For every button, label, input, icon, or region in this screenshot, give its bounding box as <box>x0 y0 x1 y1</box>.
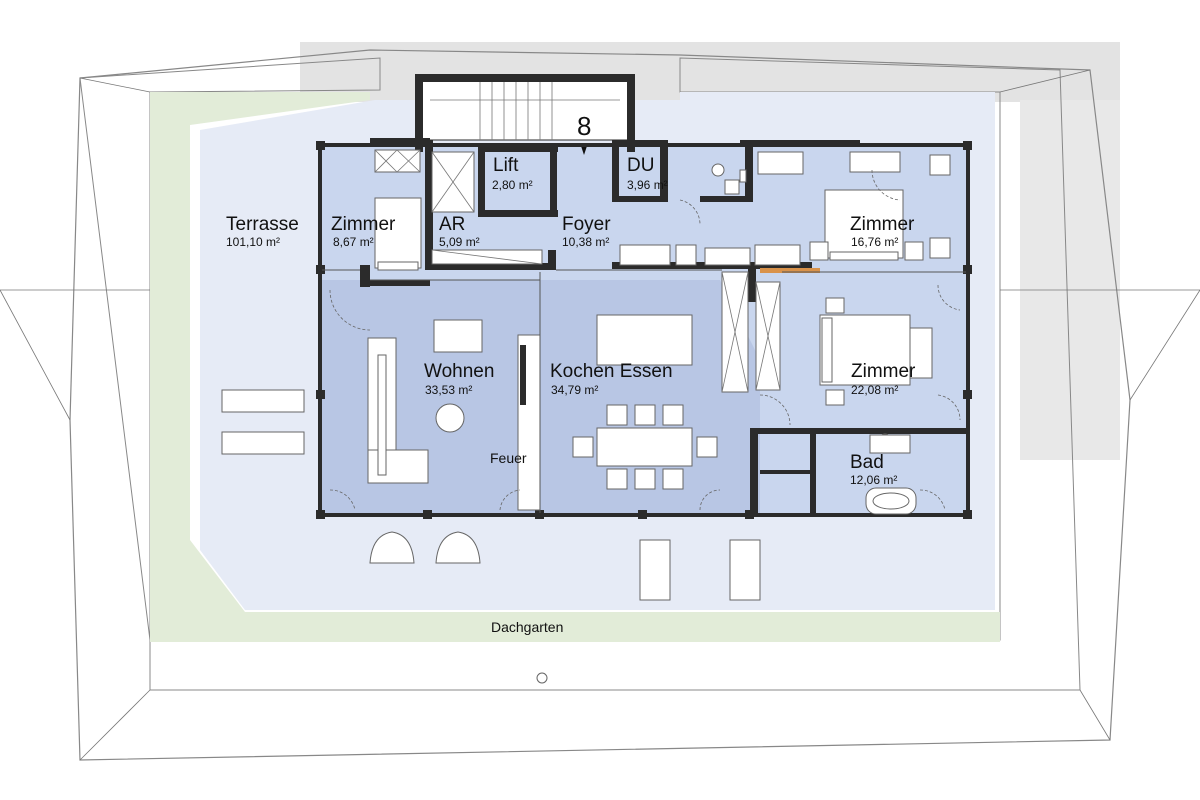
room-area-zimmer-2: 16,76 m² <box>851 235 898 249</box>
sofa <box>367 337 429 484</box>
stair-steps <box>430 80 620 140</box>
room-name-lift: Lift <box>493 155 519 176</box>
room-name-du: DU <box>627 155 654 176</box>
fireplace <box>517 334 541 511</box>
room-area-du: 3,96 m² <box>627 178 668 192</box>
garden-label: Dachgarten <box>491 619 563 635</box>
door-swings <box>329 169 961 511</box>
fireplace-label: Feuer <box>490 450 527 466</box>
armchair <box>433 319 483 353</box>
bed-zimmer-1 <box>374 197 422 271</box>
roof-garden <box>150 92 1000 642</box>
partition-lines <box>322 269 966 513</box>
room-name-ar: AR <box>439 214 465 235</box>
room-name-zimmer-3: Zimmer <box>851 361 916 382</box>
room-area-kochen-essen: 34,79 m² <box>551 383 598 397</box>
room-name-foyer: Foyer <box>562 214 611 235</box>
sun-loungers <box>221 389 761 601</box>
built-in-cabinets <box>374 149 901 393</box>
room-area-terrasse: 101,10 m² <box>226 235 280 249</box>
room-area-wohnen: 33,53 m² <box>425 383 472 397</box>
room-name-terrasse: Terrasse <box>226 214 299 235</box>
bathtub <box>865 433 917 515</box>
roof-outline <box>0 49 1200 761</box>
labels: 8 Terrasse 101,10 m² Zimmer 8,67 m² AR 5… <box>226 111 916 635</box>
room-name-wohnen: Wohnen <box>424 361 494 382</box>
vent-pipe <box>536 672 548 684</box>
room-name-zimmer-2: Zimmer <box>850 214 915 235</box>
room-name-kochen-essen: Kochen Essen <box>550 361 673 382</box>
room-area-ar: 5,09 m² <box>439 235 480 249</box>
bed-zimmer-3 <box>819 297 933 406</box>
bed-zimmer-2 <box>809 154 951 261</box>
room-area-zimmer-1: 8,67 m² <box>333 235 374 249</box>
dining-table <box>572 404 718 490</box>
room-area-lift: 2,80 m² <box>492 178 533 192</box>
room-name-zimmer-1: Zimmer <box>331 214 396 235</box>
room-area-zimmer-3: 22,08 m² <box>851 383 898 397</box>
stair-core <box>415 74 635 155</box>
kitchen-island <box>596 314 693 366</box>
room-area-foyer: 10,38 m² <box>562 235 609 249</box>
room-name-bad: Bad <box>850 452 884 473</box>
round-table <box>435 403 465 433</box>
room-area-bad: 12,06 m² <box>850 473 897 487</box>
window-posts <box>316 141 972 519</box>
stair-number: 8 <box>577 111 591 141</box>
lift-cabin <box>486 152 550 210</box>
shower-fixtures <box>711 163 747 195</box>
lounge-chairs <box>369 531 481 564</box>
